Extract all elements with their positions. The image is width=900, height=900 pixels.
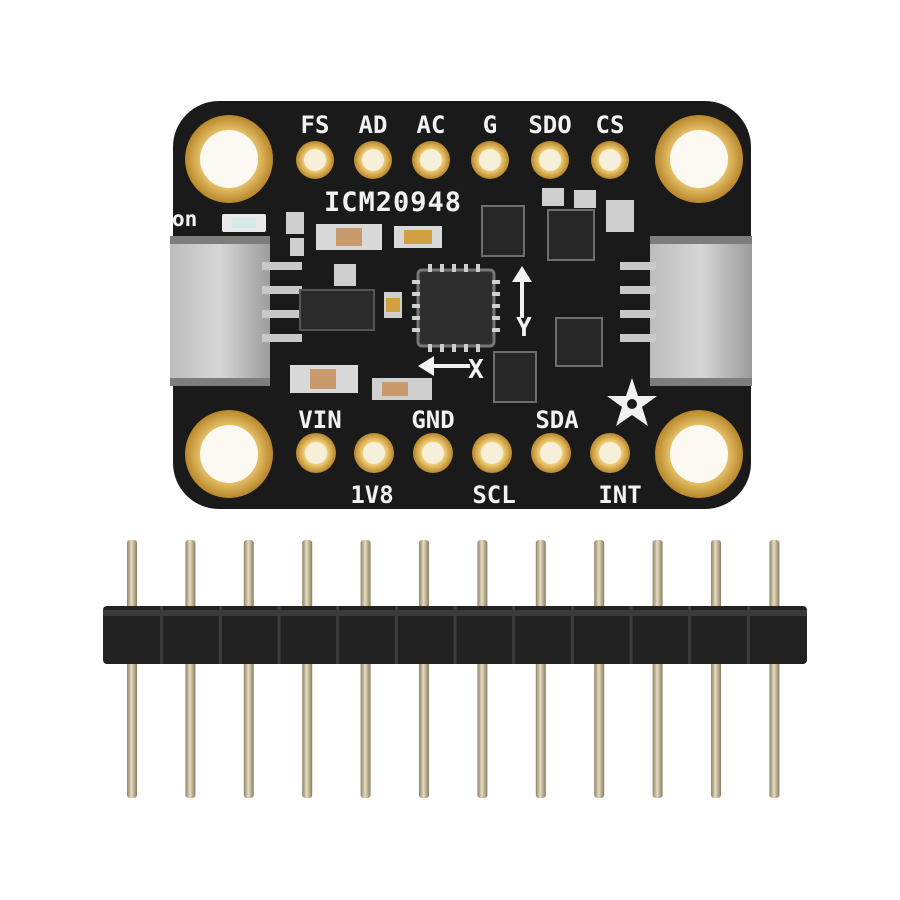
header-segment-divider bbox=[570, 606, 574, 664]
pin-label-sda: SDA bbox=[535, 406, 579, 434]
mounting-hole bbox=[200, 425, 258, 483]
header-pin bbox=[535, 540, 546, 798]
power-led-label: on bbox=[172, 207, 197, 231]
header-pin bbox=[652, 540, 663, 798]
pin-label-cs: CS bbox=[596, 111, 625, 139]
header-segment-divider bbox=[629, 606, 633, 664]
chip-name-label: ICM20948 bbox=[324, 187, 462, 218]
axis-marking bbox=[418, 266, 532, 376]
pin-label-ad: AD bbox=[359, 111, 388, 139]
header-pin bbox=[302, 540, 313, 798]
pin-label-scl: SCL bbox=[472, 481, 515, 509]
mounting-hole bbox=[670, 130, 728, 188]
header-segment-divider bbox=[160, 606, 164, 664]
axis-x-label: X bbox=[468, 355, 484, 385]
left-connector bbox=[170, 236, 302, 386]
pin-label-int: INT bbox=[598, 481, 641, 509]
passive-components bbox=[286, 188, 634, 400]
small-ics bbox=[481, 205, 603, 403]
header-pins bbox=[127, 540, 780, 798]
mounting-hole bbox=[200, 130, 258, 188]
header-pin bbox=[360, 540, 371, 798]
header-segment-divider bbox=[394, 606, 398, 664]
pin-label-1v8: 1V8 bbox=[350, 481, 393, 509]
header-plastic bbox=[103, 606, 807, 664]
header-pin bbox=[594, 540, 605, 798]
pin-label-gnd: GND bbox=[411, 406, 454, 434]
axis-y-label: Y bbox=[516, 313, 532, 343]
star-logo-icon bbox=[607, 378, 657, 426]
bottom-pin-pads bbox=[296, 433, 630, 473]
header-highlight bbox=[103, 610, 807, 616]
header-pin bbox=[243, 540, 254, 798]
header-segment-divider bbox=[336, 606, 340, 664]
pin-label-fs: FS bbox=[301, 111, 330, 139]
header-segment-divider bbox=[453, 606, 457, 664]
header-pin bbox=[477, 540, 488, 798]
top-pin-pads bbox=[296, 141, 629, 179]
header-pin bbox=[127, 540, 137, 798]
pin-label-g: G bbox=[483, 111, 497, 139]
header-segment-divider bbox=[746, 606, 750, 664]
sensor-chip bbox=[416, 268, 496, 348]
header-segment-divider bbox=[218, 606, 222, 664]
header-segment-divider bbox=[277, 606, 281, 664]
header-pin bbox=[185, 540, 196, 798]
mounting-holes bbox=[185, 115, 743, 498]
header-segment-divider bbox=[512, 606, 516, 664]
header-pin bbox=[419, 540, 429, 798]
right-connector bbox=[620, 236, 752, 386]
header-pin bbox=[711, 540, 721, 798]
header-segment-divider bbox=[688, 606, 692, 664]
header-pin bbox=[769, 540, 780, 798]
pin-label-sdo: SDO bbox=[528, 111, 571, 139]
mounting-hole bbox=[670, 425, 728, 483]
pin-label-vin: VIN bbox=[298, 406, 341, 434]
pin-label-ac: AC bbox=[417, 111, 446, 139]
